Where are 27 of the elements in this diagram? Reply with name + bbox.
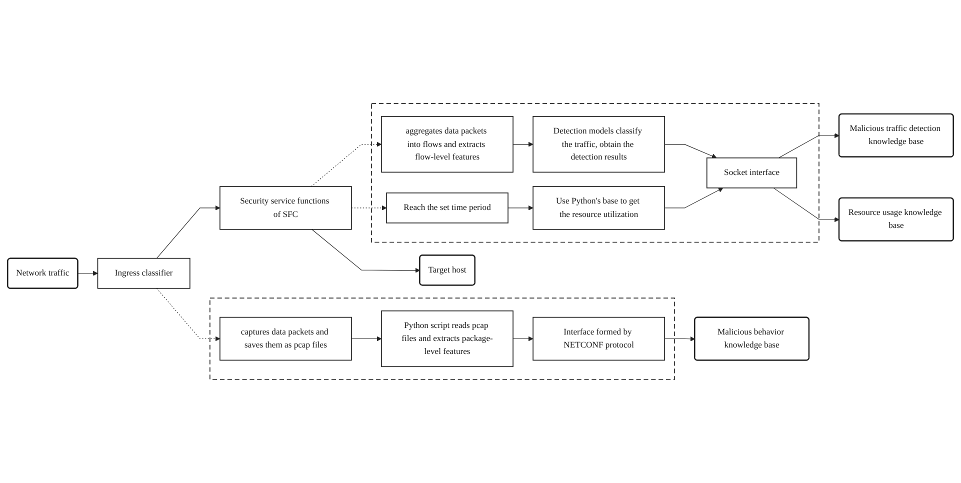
- arrow: [512, 336, 534, 342]
- node-box: captures data packets and saves them as pcap files: [220, 316, 352, 361]
- arrow: [778, 132, 840, 158]
- arrow: [664, 188, 724, 208]
- arrow: [351, 336, 382, 342]
- node-box: Reach the set time period: [386, 192, 508, 224]
- arrow: [351, 205, 387, 210]
- arrow: [156, 288, 220, 342]
- node-box: Security service functions of SFC: [220, 186, 352, 230]
- arrow: [310, 142, 382, 187]
- node-box: Ingress classifier: [97, 258, 190, 289]
- arrow: [512, 142, 534, 147]
- node-box: Socket interface: [706, 157, 798, 188]
- node-box: Use Python's base to get the resource utilization: [532, 186, 666, 230]
- node-box: Python script reads pcap files and extracts package-level features: [381, 310, 514, 368]
- node-box: Interface formed by NETCONF protocol: [532, 316, 666, 361]
- arrow: [156, 205, 220, 259]
- cluster: [371, 103, 820, 243]
- cluster: [210, 298, 676, 380]
- node-box: aggregates data packets into flows and extracts flow-level features: [381, 116, 514, 173]
- arrow: [78, 270, 98, 276]
- arrow: [773, 188, 840, 222]
- node-box: Detection models classify the traffic, obtain the detection results: [532, 116, 666, 173]
- arrow: [664, 336, 696, 342]
- arrow: [664, 144, 717, 158]
- arrow: [508, 205, 534, 210]
- arrow: [312, 229, 420, 273]
